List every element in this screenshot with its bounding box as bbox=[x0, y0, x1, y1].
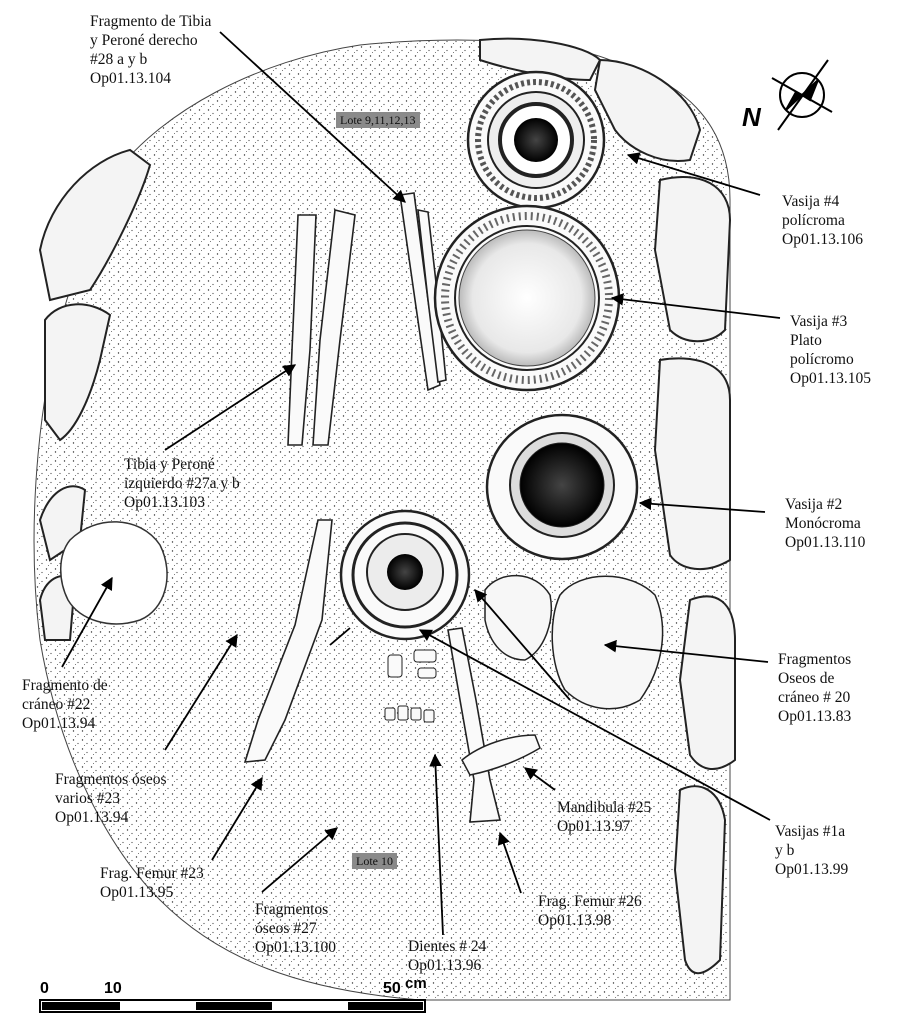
tibia-perone-izquierdo bbox=[287, 209, 356, 446]
vasija-4 bbox=[466, 70, 606, 210]
vasija-2 bbox=[485, 413, 639, 561]
wall-stones bbox=[38, 37, 736, 975]
scale-label-0: 0 bbox=[40, 980, 49, 997]
teeth-24 bbox=[384, 649, 437, 723]
lote-top: Lote 9,11,12,13 bbox=[336, 112, 420, 128]
vasija-3-plato bbox=[433, 204, 621, 392]
femur-23 bbox=[243, 519, 333, 763]
skull-fragment-22 bbox=[60, 521, 168, 625]
mandible-25 bbox=[461, 734, 541, 776]
scale-label-unit: cm bbox=[405, 975, 427, 992]
north-label: N bbox=[742, 102, 761, 132]
scale-label-50: 50 bbox=[383, 980, 401, 997]
femur-26 bbox=[447, 627, 502, 823]
scale-label-10: 10 bbox=[104, 980, 122, 997]
tibia-perone-derecho bbox=[399, 192, 447, 392]
north-arrow bbox=[771, 59, 833, 131]
scale-bar bbox=[39, 999, 426, 1013]
label-arrows bbox=[61, 31, 781, 936]
vasijas-1 bbox=[339, 509, 471, 641]
lote-bottom: Lote 10 bbox=[352, 853, 397, 869]
